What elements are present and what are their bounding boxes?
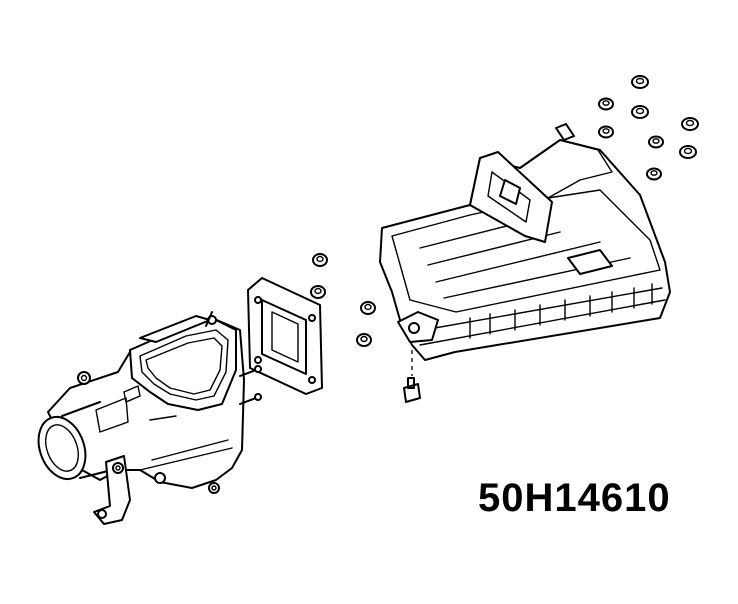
nut-m1 [312, 253, 328, 267]
part-code-label: 50H14610 [478, 476, 671, 520]
nut-m4 [356, 333, 372, 347]
nut-7 [679, 145, 697, 159]
housing-studs [205, 311, 262, 405]
nut-1 [631, 75, 649, 89]
cover-skirt-ribs [469, 283, 653, 339]
nut-5 [598, 125, 614, 139]
nut-m3 [360, 301, 376, 315]
middle-nuts [310, 253, 376, 347]
gasket [247, 277, 323, 395]
mounting-bolt [403, 350, 421, 403]
nut-8 [646, 167, 662, 181]
cover-nuts [598, 75, 699, 181]
nut-m2 [310, 285, 326, 299]
air-flow-meter-housing [37, 311, 262, 525]
nut-3 [631, 105, 649, 119]
nut-2 [598, 97, 614, 111]
air-cleaner-cover [379, 123, 671, 361]
nut-6 [648, 135, 664, 149]
nut-4 [681, 117, 699, 131]
